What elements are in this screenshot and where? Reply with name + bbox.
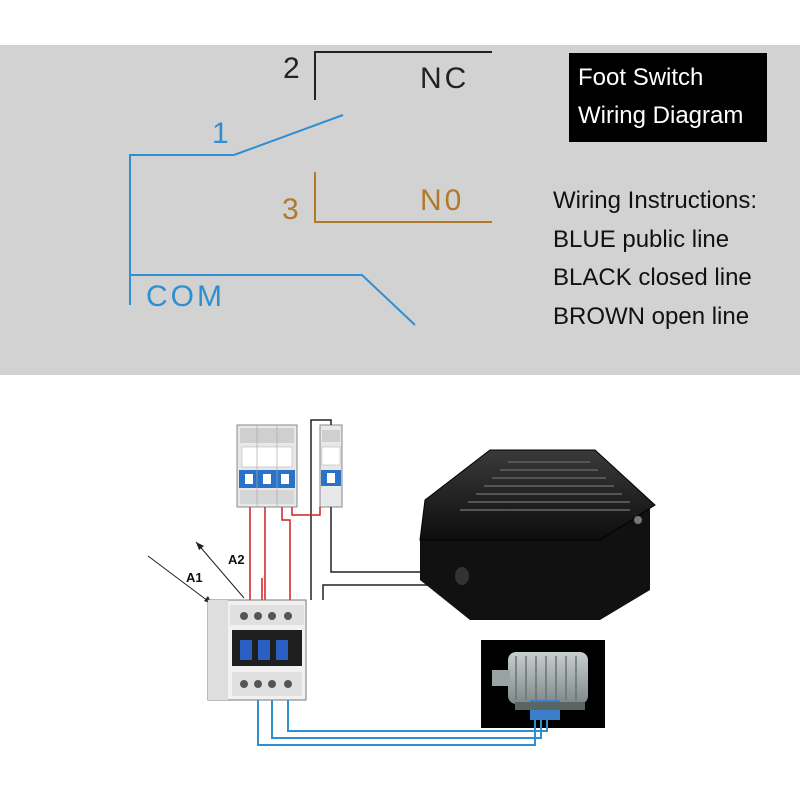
instructions-heading: Wiring Instructions:: [553, 187, 758, 214]
red-wire-3: [281, 507, 291, 600]
diagram-title: Foot Switch Wiring Diagram: [569, 53, 767, 142]
single-pole-breaker: [319, 424, 343, 508]
black-wire-pedal: [330, 507, 460, 573]
instruction-blue: BLUE public line: [553, 225, 730, 253]
contactor: [207, 599, 307, 701]
a2-arrow: [195, 541, 245, 599]
title-line-2: Wiring Diagram: [578, 102, 744, 129]
red-wire-4: [291, 507, 321, 516]
instruction-brown: BROWN open line: [553, 302, 750, 330]
nc-label: NC: [420, 62, 470, 95]
black-wire-top: [310, 419, 332, 600]
no-line: [314, 172, 492, 223]
motor-image: [481, 640, 605, 728]
instruction-black: BLACK closed line: [553, 264, 752, 291]
a2-arrowhead: [196, 542, 204, 550]
wiring-instructions: Wiring Instructions: BLUE public line BL…: [553, 182, 757, 336]
black-wire-pedal-2: [322, 584, 455, 600]
title-line-1: Foot Switch: [578, 64, 704, 91]
terminal-3-label: 3: [282, 193, 299, 226]
blue-motor-wires: [257, 700, 548, 746]
no-label: N0: [420, 184, 465, 217]
com-label: COM: [146, 280, 225, 313]
a1-label: A1: [186, 570, 203, 585]
com-bottom-line: [130, 274, 416, 326]
a1-arrow: [147, 555, 213, 605]
three-pole-breaker: [236, 424, 298, 508]
com-line: [129, 154, 234, 305]
foot-pedal: [419, 449, 656, 620]
terminal-1-label: 1: [212, 117, 229, 150]
terminal-2-label: 2: [283, 52, 300, 85]
switch-lever: [233, 114, 344, 156]
a2-label: A2: [228, 552, 245, 567]
nc-line: [314, 51, 492, 100]
